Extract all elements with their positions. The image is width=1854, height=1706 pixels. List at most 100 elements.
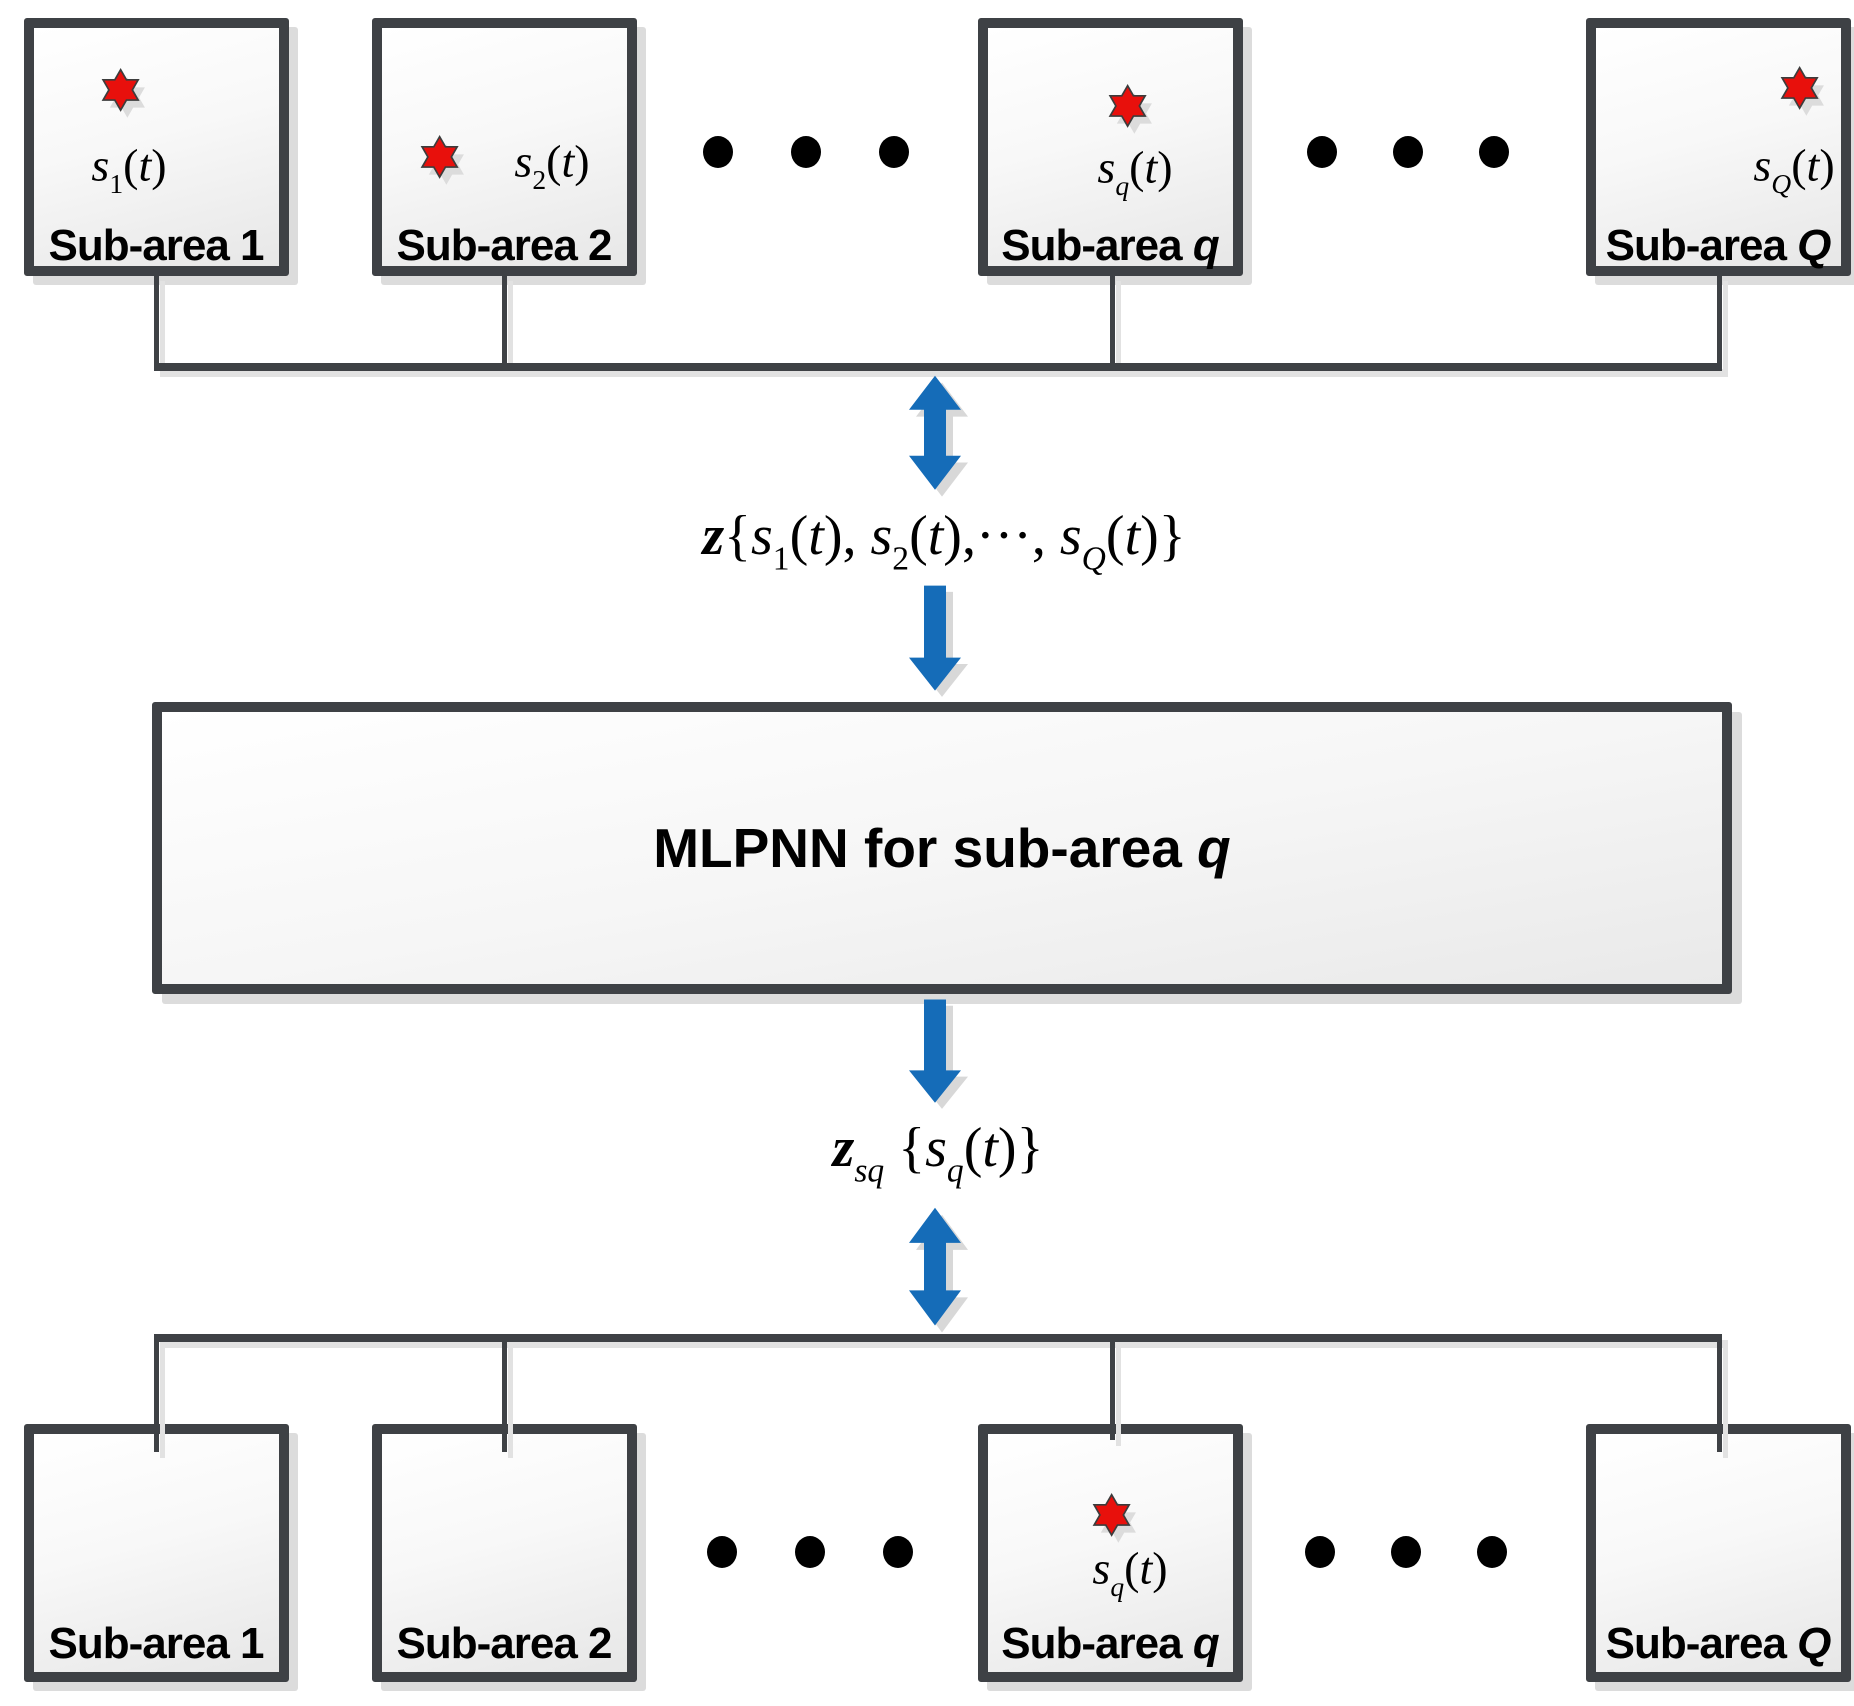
signal-subscript: q bbox=[1115, 169, 1130, 201]
ellipsis-dot bbox=[707, 1536, 737, 1568]
paren-open: ( bbox=[1129, 141, 1145, 193]
signal-arg: t bbox=[1139, 1542, 1153, 1594]
box-label-prefix: Sub-area bbox=[1001, 1619, 1193, 1668]
signal-arg: t bbox=[1124, 505, 1141, 568]
brace-open: { bbox=[724, 505, 752, 568]
formula-z-subscript: sq bbox=[854, 1152, 885, 1190]
signal-base: s bbox=[514, 135, 533, 187]
signal-subscript: q bbox=[946, 1152, 964, 1190]
mlpnn-box: MLPNN for sub-area q bbox=[152, 702, 1732, 994]
signal-sq: sq(t) bbox=[1097, 141, 1172, 200]
box-label-prefix: Sub-area bbox=[396, 1619, 589, 1668]
bus-line-bottom bbox=[154, 1334, 1722, 1342]
box-label-prefix: Sub-area bbox=[396, 221, 589, 270]
paren-close: ) bbox=[1152, 1542, 1168, 1594]
mlpnn-label-q: q bbox=[1197, 817, 1231, 879]
paren-open: ( bbox=[123, 139, 139, 191]
ellipsis-dot bbox=[879, 136, 909, 168]
signal-subscript: 2 bbox=[892, 540, 910, 578]
box-label-prefix: Sub-area bbox=[1605, 1619, 1798, 1668]
ellipsis-dot bbox=[1305, 1536, 1335, 1568]
signal-arg: t bbox=[561, 135, 575, 187]
signal-arg: t bbox=[1144, 141, 1158, 193]
box-label-id: 2 bbox=[588, 1619, 613, 1668]
subarea-box-bottom-Q: Sub-area Q bbox=[1586, 1424, 1851, 1682]
paren-close: ) bbox=[574, 135, 590, 187]
paren-open: ( bbox=[546, 135, 562, 187]
bus-line-top bbox=[154, 363, 1722, 371]
formula-z: z bbox=[702, 505, 725, 568]
signal-sQ: sQ(t) bbox=[1753, 139, 1834, 198]
brace-close: )} bbox=[1140, 505, 1186, 568]
connector-line bbox=[154, 275, 159, 367]
subarea-box-top-q: sq(t) Sub-area q bbox=[978, 18, 1243, 276]
ellipsis-dot bbox=[791, 136, 821, 168]
signal-base: s bbox=[91, 139, 110, 191]
connector-line bbox=[1717, 1340, 1722, 1452]
paren-close: ) bbox=[151, 139, 167, 191]
paren-close: ) bbox=[1819, 139, 1835, 191]
ellipsis-dot bbox=[795, 1536, 825, 1568]
box-label: Sub-area 1 bbox=[49, 1619, 265, 1669]
paren-open: ( bbox=[1124, 1542, 1140, 1594]
box-label-prefix: Sub-area bbox=[48, 221, 241, 270]
brace-close: )} bbox=[997, 1117, 1044, 1180]
box-label-id: Q bbox=[1797, 1619, 1831, 1668]
star-icon bbox=[1780, 66, 1824, 116]
ellipsis-dot bbox=[1393, 136, 1423, 168]
signal-arg: t bbox=[1806, 139, 1820, 191]
double-arrow-icon bbox=[909, 1207, 968, 1333]
ellipsis-dot bbox=[703, 136, 733, 168]
signal-arg: t bbox=[808, 505, 824, 568]
ellipsis-dot bbox=[1307, 136, 1337, 168]
box-label-id: q bbox=[1192, 1619, 1220, 1668]
box-label: Sub-area q bbox=[1001, 221, 1220, 271]
formula-z-inputs: z{s1(t), s2(t),···, sQ(t)} bbox=[702, 504, 1185, 576]
paren-open: ( bbox=[1105, 505, 1125, 568]
connector-line bbox=[502, 1340, 507, 1452]
signal-s2: s2(t) bbox=[514, 135, 589, 194]
down-arrow-icon bbox=[909, 999, 968, 1109]
star-icon bbox=[1108, 84, 1152, 134]
connector-line bbox=[154, 1340, 159, 1452]
brace-open: { bbox=[884, 1117, 926, 1180]
box-label: Sub-area Q bbox=[1605, 221, 1832, 271]
connector-line bbox=[502, 275, 507, 367]
subarea-box-bottom-2: Sub-area 2 bbox=[372, 1424, 637, 1682]
paren-open: ( bbox=[909, 505, 928, 568]
signal-base: s bbox=[1097, 141, 1116, 193]
signal-base: s bbox=[925, 1117, 947, 1180]
box-label: Sub-area Q bbox=[1605, 1619, 1832, 1669]
signal-subscript: 2 bbox=[532, 163, 547, 195]
star-icon bbox=[420, 135, 464, 185]
signal-base: s bbox=[1753, 139, 1772, 191]
box-label: Sub-area 2 bbox=[396, 1619, 613, 1669]
signal-subscript: Q bbox=[1081, 540, 1106, 578]
subarea-box-top-1: s1(t) Sub-area 1 bbox=[24, 18, 289, 276]
signal-subscript: 1 bbox=[109, 167, 124, 199]
formula-z-output: zsq {sq(t)} bbox=[833, 1116, 1044, 1188]
paren-open: ( bbox=[1791, 139, 1807, 191]
mlpnn-label: MLPNN for sub-area q bbox=[653, 816, 1231, 880]
separator-ellipsis: ),···, bbox=[943, 505, 1060, 568]
box-label: Sub-area 1 bbox=[48, 221, 265, 271]
signal-base: s bbox=[870, 505, 893, 568]
ellipsis-dot bbox=[1391, 1536, 1421, 1568]
subarea-box-top-Q: sQ(t) Sub-area Q bbox=[1586, 18, 1851, 276]
box-label-id: 1 bbox=[240, 1619, 265, 1668]
star-icon bbox=[101, 68, 145, 118]
box-label: Sub-area 2 bbox=[396, 221, 613, 271]
box-label-id: 1 bbox=[240, 221, 265, 270]
box-label: Sub-area q bbox=[1001, 1619, 1220, 1669]
box-label-prefix: Sub-area bbox=[1605, 221, 1798, 270]
signal-base: s bbox=[1092, 1542, 1111, 1594]
signal-arg: t bbox=[138, 139, 152, 191]
box-label-id: q bbox=[1192, 221, 1220, 270]
formula-z: z bbox=[832, 1117, 855, 1180]
down-arrow-icon bbox=[909, 585, 968, 697]
paren-open: ( bbox=[963, 1117, 983, 1180]
star-icon bbox=[1092, 1493, 1136, 1543]
signal-subscript: q bbox=[1110, 1570, 1125, 1602]
connector-line bbox=[1110, 275, 1115, 367]
